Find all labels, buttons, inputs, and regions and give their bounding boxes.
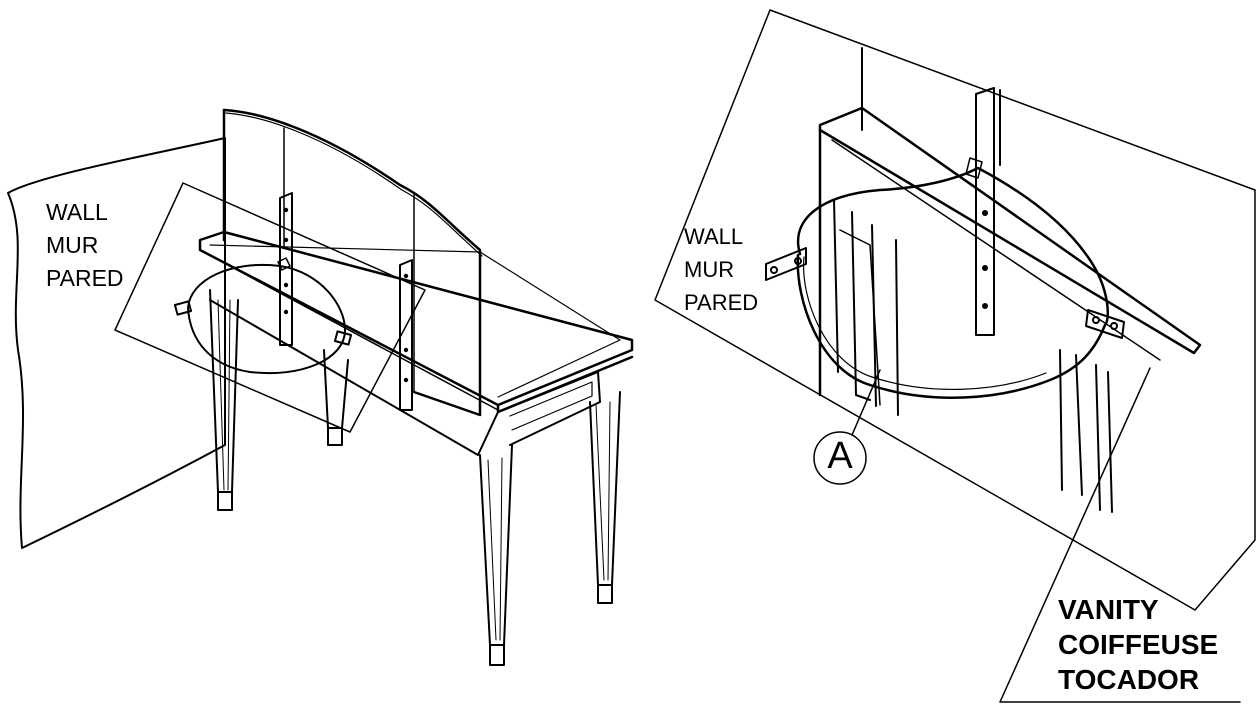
wall-label-left: WALL MUR PARED bbox=[46, 201, 124, 300]
wall-label-fr: MUR bbox=[46, 232, 99, 258]
detail-outline bbox=[114, 182, 426, 433]
safety-strap bbox=[173, 257, 353, 375]
detail-strap bbox=[796, 157, 1110, 399]
wall-label-en: WALL bbox=[684, 224, 744, 249]
callout-a bbox=[813, 369, 881, 485]
apron bbox=[209, 299, 601, 456]
wall-label-es: PARED bbox=[684, 290, 759, 315]
vanity-label-fr: COIFFEUSE bbox=[1058, 629, 1219, 660]
vanity-leader bbox=[999, 367, 1241, 703]
mounting-brackets bbox=[279, 192, 413, 411]
detail-legs bbox=[833, 199, 1113, 513]
detail-frame bbox=[654, 9, 1256, 611]
vanity-label-es: TOCADOR bbox=[1058, 664, 1200, 695]
bracket-holes bbox=[283, 207, 409, 383]
vanity-label: VANITY COIFFEUSE TOCADOR bbox=[1058, 596, 1218, 701]
wall-label-fr: MUR bbox=[684, 257, 735, 282]
detail-anchors bbox=[765, 247, 1125, 339]
mirror-back bbox=[222, 108, 483, 417]
wall-label-right: WALL MUR PARED bbox=[684, 226, 758, 325]
wall-panel bbox=[7, 137, 226, 549]
detail-bracket-holes bbox=[982, 210, 988, 309]
wall-label-es: PARED bbox=[46, 265, 124, 291]
vanity-label-en: VANITY bbox=[1058, 594, 1159, 625]
legs bbox=[209, 289, 621, 666]
callout-letter: A bbox=[827, 435, 853, 477]
detail-mirror bbox=[861, 47, 1001, 166]
wall-label-en: WALL bbox=[46, 199, 108, 225]
detail-bracket bbox=[975, 87, 995, 336]
